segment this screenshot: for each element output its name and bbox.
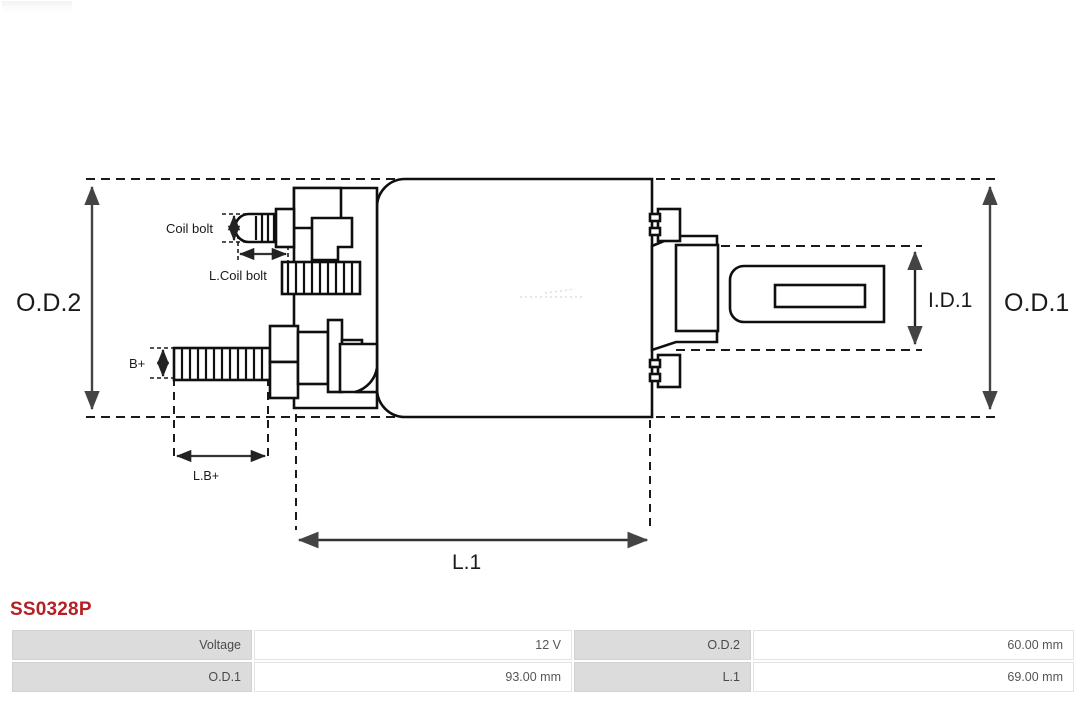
dimension-coil-bolt: Coil bolt [166, 214, 241, 242]
spec-label-l1: L.1 [574, 662, 751, 692]
dimension-l1: L.1 [297, 531, 649, 574]
spec-label-voltage: Voltage [12, 630, 252, 660]
bplus-label: B+ [129, 356, 145, 371]
flange-lug-upper [648, 207, 682, 243]
l1-label: L.1 [452, 551, 481, 574]
dimension-od2: O.D.2 [16, 185, 100, 411]
coil-bolt-stud [280, 260, 362, 296]
spec-value-od2: 60.00 mm [753, 630, 1074, 660]
specification-table: Voltage 12 V O.D.2 60.00 mm O.D.1 93.00 … [10, 628, 1076, 694]
part-number: SS0328P [10, 599, 92, 620]
coil-bolt [233, 207, 296, 249]
dimension-bplus: B+ [129, 348, 170, 378]
solenoid-body [375, 177, 654, 419]
dimension-od1: O.D.1 [982, 185, 1069, 411]
body-faint-line [520, 288, 585, 298]
spec-value-voltage: 12 V [254, 630, 572, 660]
id1-label: I.D.1 [928, 289, 972, 312]
dimension-id1: I.D.1 [907, 250, 972, 346]
lbplus-label: L.B+ [193, 469, 219, 483]
spec-label-od2: O.D.2 [574, 630, 751, 660]
od1-label: O.D.1 [1004, 289, 1069, 317]
spec-label-od1: O.D.1 [12, 662, 252, 692]
flange-collar [674, 243, 720, 333]
contact-bracket [310, 216, 354, 262]
plunger-slot [773, 283, 867, 309]
technical-drawing-area: O.D.2 O.D.1 I.D.1 Coil bolt L.Coil bolt … [2, 1, 1069, 574]
construction-lines-vertical [173, 378, 651, 530]
scan-artifact [2, 1, 72, 13]
od2-label: O.D.2 [16, 289, 81, 317]
spec-value-l1: 69.00 mm [753, 662, 1074, 692]
coil-bolt-label: Coil bolt [166, 221, 213, 236]
dimension-lbplus: L.B+ [175, 449, 267, 483]
l-coil-bolt-label: L.Coil bolt [209, 268, 267, 283]
lower-contact-curve [354, 367, 379, 394]
bplus-terminal-bolt [172, 318, 344, 400]
spec-value-od1: 93.00 mm [254, 662, 572, 692]
solenoid-drawing [172, 177, 886, 419]
flange-lug-lower [648, 353, 682, 389]
solenoid-diagram-svg: O.D.2 O.D.1 I.D.1 Coil bolt L.Coil bolt … [16, 177, 1069, 574]
table-row: O.D.1 93.00 mm L.1 69.00 mm [12, 662, 1074, 692]
dimension-l-coil-bolt: L.Coil bolt [209, 247, 288, 283]
table-row: Voltage 12 V O.D.2 60.00 mm [12, 630, 1074, 660]
